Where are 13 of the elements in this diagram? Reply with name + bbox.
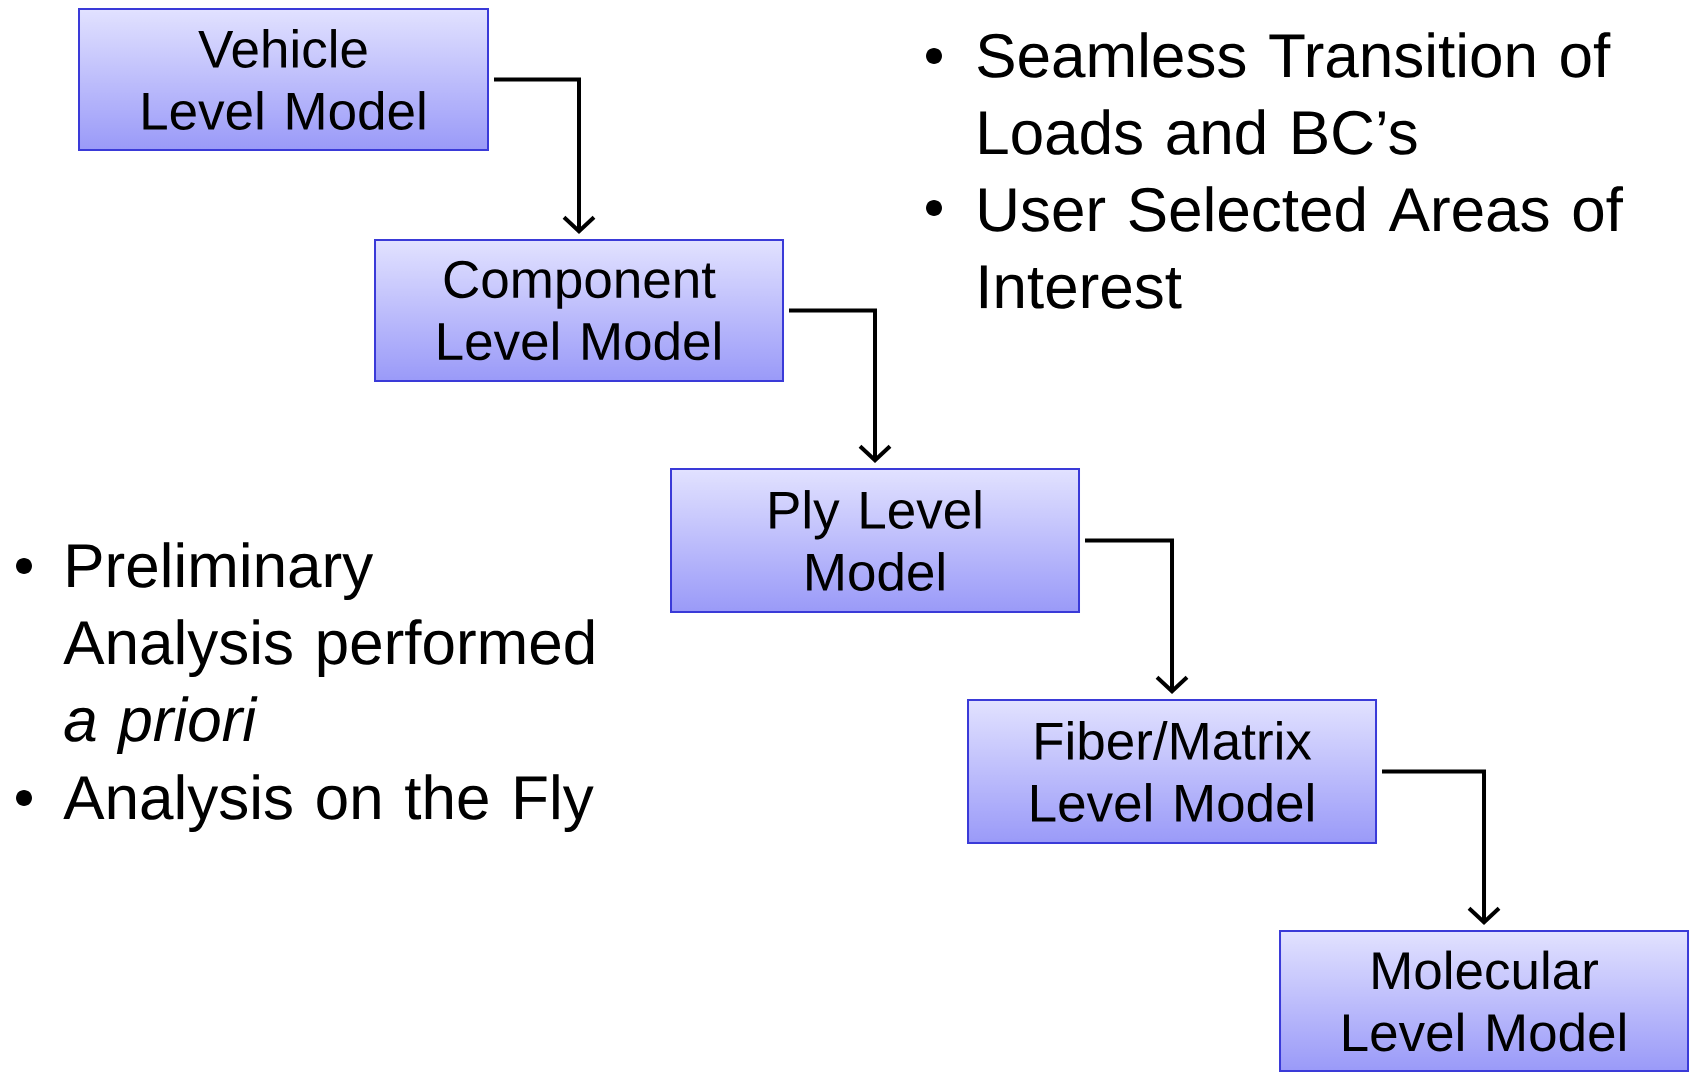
bullet-text: Preliminary Analysis performed a priori (63, 542, 594, 754)
bullet-text: Analysis on the Fly (63, 774, 594, 832)
arrow (789, 308, 892, 463)
process-box: Vehicle Level Model (78, 8, 489, 151)
process-box: Ply Level Model (670, 468, 1080, 613)
arrow (1382, 769, 1501, 925)
process-box: Molecular Level Model (1279, 930, 1689, 1072)
process-box: Component Level Model (374, 239, 784, 382)
arrow (1085, 538, 1189, 694)
bullet-text: User Selected Areas of Interest (980, 186, 1623, 309)
bullet-text: Seamless Transition of Loads and BC’s (978, 32, 1611, 155)
arrow (494, 77, 596, 234)
process-box: Fiber/Matrix Level Model (967, 699, 1377, 844)
